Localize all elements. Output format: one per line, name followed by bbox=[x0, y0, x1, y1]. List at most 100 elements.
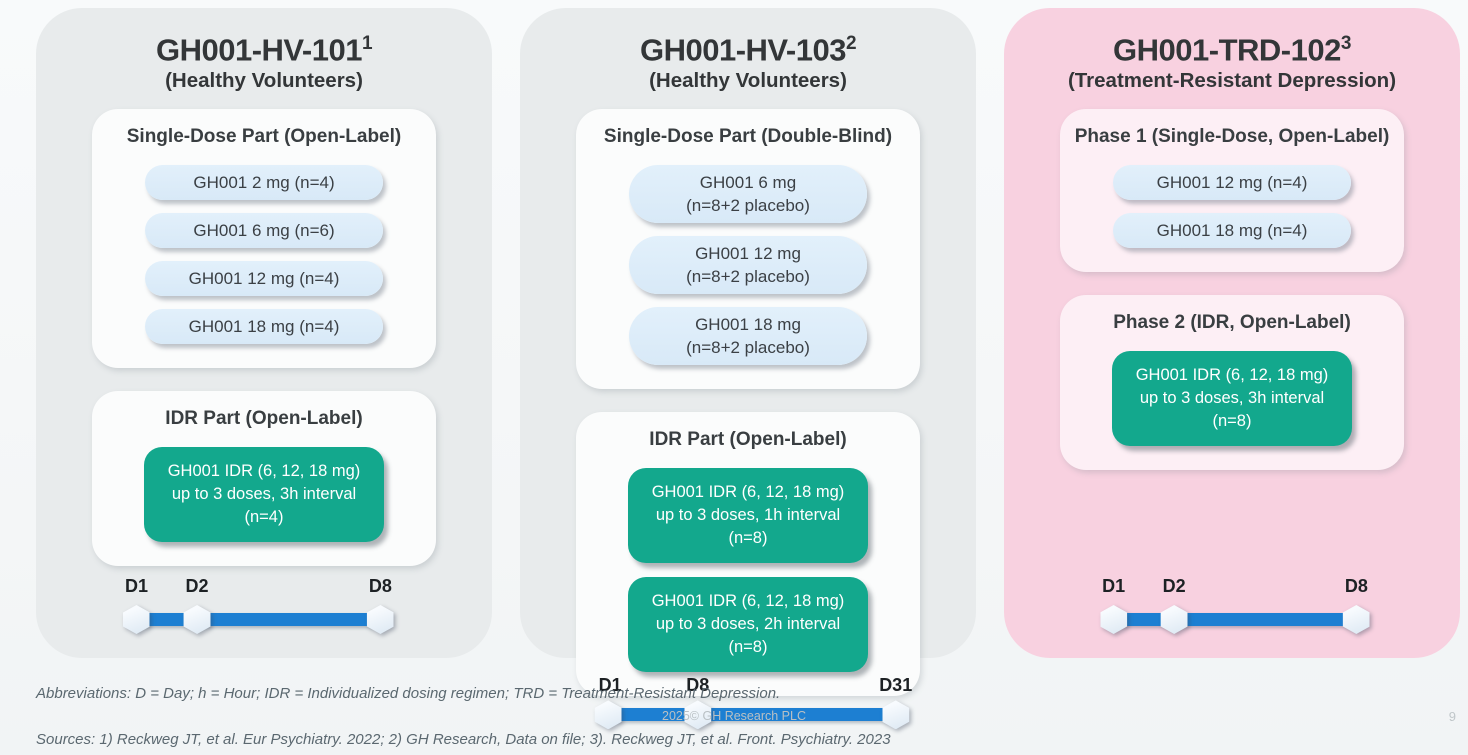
dose-pill-label: GH001 18 mg (n=4) bbox=[188, 317, 340, 337]
idr-box-stack: GH001 IDR (6, 12, 18 mg) up to 3 doses, … bbox=[1072, 351, 1392, 447]
phase2-section: Phase 2 (IDR, Open-Label) GH001 IDR (6, … bbox=[1060, 295, 1404, 471]
single-dose-section: Single-Dose Part (Double-Blind) GH001 6 … bbox=[576, 109, 920, 390]
dose-pill-label: GH001 18 mg (n=4) bbox=[1156, 221, 1308, 241]
abbreviations-note: Abbreviations: D = Day; h = Hour; IDR = … bbox=[36, 685, 781, 702]
hexagon-marker-icon bbox=[122, 605, 150, 634]
dose-pill-label: (n=8+2 placebo) bbox=[686, 338, 810, 358]
section-heading: Single-Dose Part (Open-Label) bbox=[126, 126, 402, 148]
study-subtitle: (Treatment-Resistant Depression) bbox=[1067, 69, 1397, 93]
dose-pill: GH001 18 mg (n=4) bbox=[145, 309, 383, 345]
idr-regimen-line: (n=8) bbox=[1212, 412, 1252, 431]
timeline-label-d1: D1 bbox=[1102, 576, 1126, 596]
study-cards-row: GH001-HV-1011 (Healthy Volunteers) Singl… bbox=[36, 8, 1460, 730]
timeline-node-d1 bbox=[122, 605, 150, 634]
study-subtitle: (Healthy Volunteers) bbox=[165, 69, 363, 93]
single-dose-section: Single-Dose Part (Open-Label) GH001 2 mg… bbox=[92, 109, 436, 369]
timeline-bar bbox=[1113, 613, 1357, 626]
timeline-node-d2 bbox=[1160, 605, 1188, 634]
section-heading: Phase 2 (IDR, Open-Label) bbox=[1113, 312, 1351, 334]
study-title-text: GH001-TRD-102 bbox=[1113, 32, 1341, 68]
idr-regimen-line: (n=8) bbox=[728, 638, 768, 657]
study-subtitle: (Healthy Volunteers) bbox=[649, 69, 847, 93]
timeline-label-d31: D31 bbox=[879, 675, 913, 696]
timeline: D1 D2 D8 bbox=[66, 576, 462, 642]
idr-regimen-line: GH001 IDR (6, 12, 18 mg) bbox=[651, 592, 845, 611]
timeline-node-d1 bbox=[594, 700, 622, 730]
timeline-label-d8: D8 bbox=[686, 675, 710, 696]
section-heading: Phase 1 (Single-Dose, Open-Label) bbox=[1074, 126, 1390, 148]
copyright-text: 2025© GH Research PLC bbox=[661, 709, 807, 723]
idr-box-stack: GH001 IDR (6, 12, 18 mg) up to 3 doses, … bbox=[588, 468, 908, 673]
hexagon-marker-icon bbox=[1160, 605, 1188, 634]
dose-pill: GH001 2 mg (n=4) bbox=[145, 165, 383, 201]
study-title-superscript: 3 bbox=[1340, 33, 1352, 54]
dose-pill-label: GH001 12 mg bbox=[695, 244, 801, 264]
timeline-node-d2 bbox=[183, 605, 211, 634]
idr-regimen-line: GH001 IDR (6, 12, 18 mg) bbox=[167, 462, 361, 481]
hexagon-marker-icon bbox=[1342, 605, 1370, 634]
page-number: 9 bbox=[1448, 709, 1456, 724]
timeline-label-d8: D8 bbox=[1344, 576, 1368, 596]
idr-section: IDR Part (Open-Label) GH001 IDR (6, 12, … bbox=[92, 391, 436, 567]
study-card-gh001-hv-103: GH001-HV-1032 (Healthy Volunteers) Singl… bbox=[520, 8, 976, 730]
dose-pill-label: GH001 6 mg (n=6) bbox=[193, 221, 335, 241]
timeline-label-d2: D2 bbox=[185, 576, 209, 596]
sources-note: Sources: 1) Reckweg JT, et al. Eur Psych… bbox=[36, 731, 891, 748]
study-card-gh001-trd-102: GH001-TRD-1023 (Treatment-Resistant Depr… bbox=[1004, 8, 1460, 658]
idr-box-stack: GH001 IDR (6, 12, 18 mg) up to 3 doses, … bbox=[104, 447, 424, 543]
timeline-node-d1 bbox=[1100, 605, 1128, 634]
study-title: GH001-TRD-1023 bbox=[1060, 26, 1404, 68]
timeline-bar bbox=[136, 613, 381, 626]
study-title-superscript: 2 bbox=[845, 33, 857, 54]
study-title-superscript: 1 bbox=[361, 33, 373, 54]
timeline-label-d8: D8 bbox=[368, 576, 392, 596]
hexagon-marker-icon bbox=[1100, 605, 1128, 634]
idr-regimen-line: up to 3 doses, 1h interval bbox=[655, 506, 841, 525]
dose-pill: GH001 12 mg (n=4) bbox=[145, 261, 383, 297]
idr-regimen-line: (n=4) bbox=[244, 508, 284, 527]
dose-pill-label: GH001 6 mg bbox=[699, 173, 797, 193]
dose-pill: GH001 12 mg (n=8+2 placebo) bbox=[629, 236, 867, 295]
dose-pill-label: GH001 12 mg (n=4) bbox=[1156, 173, 1308, 193]
idr-regimen-line: (n=8) bbox=[728, 529, 768, 548]
idr-regimen-box: GH001 IDR (6, 12, 18 mg) up to 3 doses, … bbox=[628, 577, 868, 673]
study-title-text: GH001-HV-101 bbox=[155, 32, 362, 68]
phase1-section: Phase 1 (Single-Dose, Open-Label) GH001 … bbox=[1060, 109, 1404, 273]
dose-pill-stack: GH001 2 mg (n=4) GH001 6 mg (n=6) GH001 … bbox=[104, 165, 424, 345]
study-title-text: GH001-HV-103 bbox=[639, 32, 846, 68]
dose-pill: GH001 6 mg (n=6) bbox=[145, 213, 383, 249]
timeline-node-d8 bbox=[684, 700, 712, 730]
timeline-label-d2: D2 bbox=[1162, 576, 1186, 596]
idr-regimen-line: up to 3 doses, 3h interval bbox=[171, 485, 357, 504]
timeline-node-d31 bbox=[882, 700, 910, 730]
dose-pill: GH001 6 mg (n=8+2 placebo) bbox=[629, 165, 867, 224]
section-heading: IDR Part (Open-Label) bbox=[165, 408, 363, 430]
dose-pill: GH001 18 mg (n=8+2 placebo) bbox=[629, 307, 867, 366]
idr-regimen-line: up to 3 doses, 2h interval bbox=[655, 615, 841, 634]
idr-section: IDR Part (Open-Label) GH001 IDR (6, 12, … bbox=[576, 412, 920, 697]
hexagon-marker-icon bbox=[366, 605, 394, 634]
timeline-bar bbox=[608, 708, 896, 722]
hexagon-marker-icon bbox=[183, 605, 211, 634]
timeline-label-d1: D1 bbox=[124, 576, 148, 596]
timeline-node-d8 bbox=[366, 605, 394, 634]
timeline: D1 D2 D8 bbox=[1034, 576, 1430, 642]
idr-regimen-box: GH001 IDR (6, 12, 18 mg) up to 3 doses, … bbox=[628, 468, 868, 564]
dose-pill-stack: GH001 12 mg (n=4) GH001 18 mg (n=4) bbox=[1072, 165, 1392, 249]
study-card-gh001-hv-101: GH001-HV-1011 (Healthy Volunteers) Singl… bbox=[36, 8, 492, 658]
dose-pill-stack: GH001 6 mg (n=8+2 placebo) GH001 12 mg (… bbox=[588, 165, 908, 366]
section-heading: Single-Dose Part (Double-Blind) bbox=[603, 126, 893, 148]
idr-regimen-line: GH001 IDR (6, 12, 18 mg) bbox=[651, 483, 845, 502]
study-title: GH001-HV-1011 bbox=[92, 26, 436, 68]
study-title: GH001-HV-1032 bbox=[576, 26, 920, 68]
timeline-node-d8 bbox=[1342, 605, 1370, 634]
idr-regimen-box: GH001 IDR (6, 12, 18 mg) up to 3 doses, … bbox=[1112, 351, 1352, 447]
idr-regimen-line: up to 3 doses, 3h interval bbox=[1139, 389, 1325, 408]
dose-pill-label: GH001 18 mg bbox=[695, 315, 801, 335]
dose-pill-label: (n=8+2 placebo) bbox=[686, 196, 810, 216]
dose-pill: GH001 18 mg (n=4) bbox=[1113, 213, 1351, 249]
timeline-label-d1: D1 bbox=[598, 675, 622, 696]
dose-pill-label: GH001 12 mg (n=4) bbox=[188, 269, 340, 289]
section-heading: IDR Part (Open-Label) bbox=[649, 429, 847, 451]
